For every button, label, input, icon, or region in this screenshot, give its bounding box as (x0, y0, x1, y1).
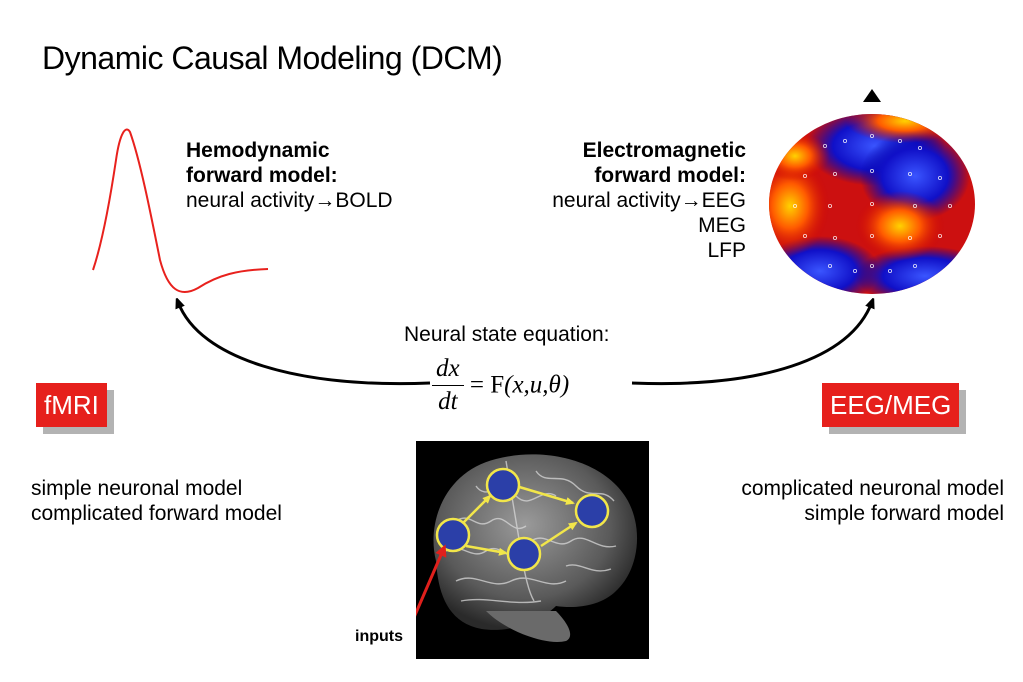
eeg-description-2: simple forward model (804, 502, 1004, 525)
equation-denominator: dt (438, 388, 458, 415)
electromagnetic-title-2: forward model: (594, 164, 746, 187)
equation-rhs-args: (x,u,θ) (504, 371, 570, 399)
hemodynamic-title-2: forward model: (186, 164, 338, 187)
page-title: Dynamic Causal Modeling (DCM) (42, 40, 503, 76)
bold-response-curve (92, 128, 269, 293)
inputs-label: inputs (355, 628, 403, 645)
hemodynamic-mapping: neural activity→BOLD (186, 189, 393, 212)
electromagnetic-mapping: neural activity→EEG (552, 189, 746, 212)
hemodynamic-title-1: Hemodynamic (186, 139, 330, 162)
electromagnetic-meg: MEG (698, 214, 746, 237)
eeg-description-1: complicated neuronal model (741, 477, 1004, 500)
eeg-topography-map (769, 89, 975, 294)
fmri-description-2: complicated forward model (31, 502, 282, 525)
fmri-badge: fMRI (36, 383, 107, 427)
electromagnetic-title-1: Electromagnetic (582, 139, 746, 162)
eeg-meg-badge: EEG/MEG (822, 383, 960, 427)
equation-rhs-func: = F (469, 371, 505, 399)
fmri-description-1: simple neuronal model (31, 477, 243, 500)
electromagnetic-lfp: LFP (707, 239, 746, 262)
brain-network-image (416, 441, 649, 659)
state-equation: dx dt = F(x,u,θ) (432, 355, 569, 416)
equation-numerator: dx (432, 355, 464, 386)
state-equation-label: Neural state equation: (404, 323, 610, 346)
